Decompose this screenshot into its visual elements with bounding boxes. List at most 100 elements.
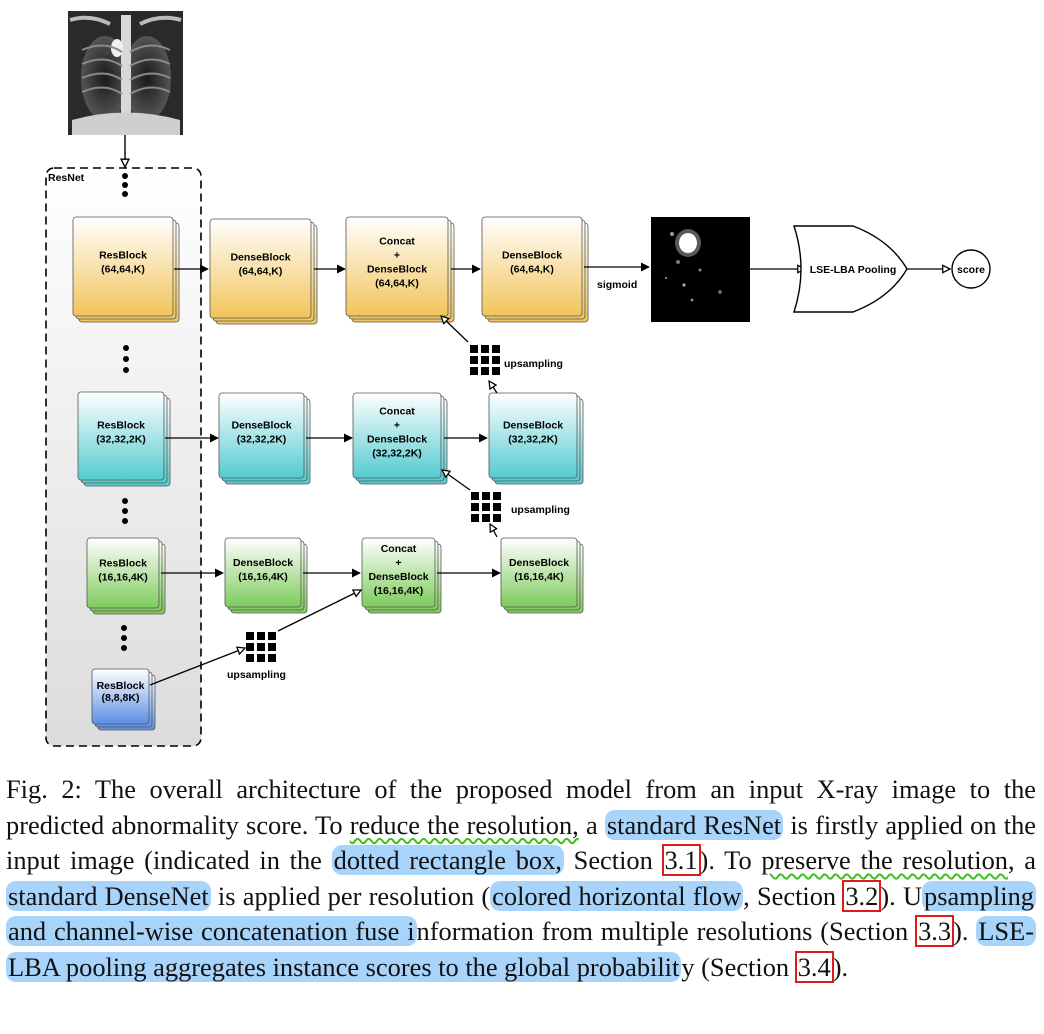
grid-cell (493, 503, 501, 511)
block-face (488, 392, 578, 479)
block-label-line: (32,32,2K) (237, 433, 287, 445)
block-label-line: (16,16,4K) (374, 585, 424, 597)
grid-cell (257, 632, 265, 640)
block-label-line: + (395, 557, 401, 569)
block-label-line: Concat (379, 236, 415, 248)
block-face (86, 537, 160, 609)
grid-cell (470, 356, 478, 364)
block-face (77, 391, 165, 481)
grid-cell (471, 514, 479, 522)
resnet-label: ResNet (48, 172, 85, 184)
r16-dense1-block: DenseBlock (16,16,4K) (224, 537, 308, 614)
grid-cell (268, 654, 276, 662)
grid-cell (257, 643, 265, 651)
block-label-line: DenseBlock (509, 557, 569, 569)
upsampling-label-2: upsampling (511, 504, 570, 516)
block-face (218, 392, 305, 479)
block-label-line: (64,64,K) (101, 264, 145, 276)
score-label: score (957, 264, 985, 276)
block-label-line: Concat (381, 543, 417, 555)
grid-cell (481, 345, 489, 353)
caption-text: , Section (743, 880, 844, 911)
caption-text: nformation from multiple resolutions (Se… (416, 916, 917, 947)
caption-highlight: colored horizontal flow (490, 880, 744, 911)
section-ref-link[interactable]: 3.3 (915, 915, 955, 948)
grid-cell (482, 514, 490, 522)
block-label-line: DenseBlock (230, 252, 290, 264)
ellipsis-dots (121, 173, 129, 651)
block-label-line: DenseBlock (233, 557, 293, 569)
grid-cell (246, 654, 254, 662)
grid-cell (482, 503, 490, 511)
caption-text: Section (563, 845, 663, 876)
r32-dense1-block: DenseBlock (32,32,2K) (218, 392, 311, 485)
caption-text: Fig. 2: The overall architecture of the … (6, 774, 1036, 840)
caption-highlight: standard ResNet (604, 809, 784, 840)
lse-lba-pooling-shape (793, 225, 908, 313)
block-label-line: ResBlock (99, 558, 147, 570)
grid-cell (470, 345, 478, 353)
caption-underlined-phrase: preserve the resolution (761, 845, 1008, 876)
caption-text: is firstly applied on the input image (i… (6, 809, 1036, 876)
block-face (500, 537, 578, 608)
block-label-line: Concat (379, 405, 415, 417)
block-face (224, 537, 302, 608)
r64-dense2-block: DenseBlock (64,64,K) (481, 216, 589, 323)
block-face (345, 216, 449, 317)
caption-text: is applied per resolution ( (210, 880, 491, 911)
block-face (91, 668, 150, 725)
grid-cell (482, 492, 490, 500)
block-label-line: ResBlock (97, 680, 145, 692)
section-ref-link[interactable]: 3.1 (661, 844, 701, 877)
section-ref-link[interactable]: 3.4 (794, 950, 834, 983)
block-label-line: ResBlock (99, 250, 147, 262)
block-label-line: (32,32,2K) (372, 447, 422, 459)
caption-text: , a (1007, 845, 1037, 876)
block-label-line: (32,32,2K) (508, 433, 558, 445)
lse-lba-pooling-label: LSE-LBA Pooling (810, 264, 897, 276)
block-label-line: DenseBlock (502, 250, 562, 262)
grid-cell (481, 367, 489, 375)
block-label-line: DenseBlock (503, 419, 563, 431)
r8-resblock-block: ResBlock(8,8,8K) (91, 668, 156, 731)
block-label-line: DenseBlock (368, 571, 428, 583)
block-label-line: ResBlock (97, 420, 145, 432)
caption-text: y (Section (681, 951, 796, 982)
block-label-line: + (394, 419, 400, 431)
upsampling-label-1: upsampling (504, 358, 563, 370)
block-label-line: + (394, 250, 400, 262)
caption-text: ). To (699, 845, 762, 876)
chest-xray-image (68, 11, 183, 135)
block-label-line: (16,16,4K) (238, 571, 288, 583)
r64-concat-block: Concat+DenseBlock(64,64,K) (345, 216, 455, 323)
r32-dense2-block: DenseBlock (32,32,2K) (488, 392, 584, 485)
caption-text: ). (832, 951, 849, 982)
r16-concat-block: Concat + DenseBlock (16,16,4K) (361, 537, 442, 614)
r16-dense2-block: DenseBlock(16,16,4K) (500, 537, 584, 614)
row64-arrows (174, 262, 950, 274)
grid-cell (493, 492, 501, 500)
section-ref-link[interactable]: 3.2 (842, 879, 882, 912)
block-face (361, 537, 436, 608)
block-label-line: DenseBlock (231, 419, 291, 431)
score-circle (951, 249, 991, 289)
block-label-line: (64,64,K) (239, 266, 283, 278)
upsampling-grid-icon (471, 492, 501, 522)
block-label-line: DenseBlock (367, 433, 427, 445)
caption-highlight: standard DenseNet (6, 880, 211, 911)
block-label-line: (64,64,K) (510, 264, 554, 276)
grid-cell (492, 356, 500, 364)
grid-cell (246, 643, 254, 651)
grid-cell (268, 643, 276, 651)
r64-dense1-block: DenseBlock (64,64,K) (209, 218, 318, 325)
grid-cell (257, 654, 265, 662)
grid-cell (481, 356, 489, 364)
grid-cell (471, 492, 479, 500)
figure-caption: Fig. 2: The overall architecture of the … (6, 772, 1037, 986)
block-face (352, 392, 442, 479)
r32-resblock-block: ResBlock(32,32,2K) (77, 391, 171, 487)
r16-resblock-block: ResBlock(16,16,4K) (86, 537, 166, 615)
caption-underlined-phrase: reduce the resolution, (349, 809, 579, 840)
block-face (209, 218, 312, 319)
caption-highlight: dotted rectangle box, (331, 845, 564, 876)
